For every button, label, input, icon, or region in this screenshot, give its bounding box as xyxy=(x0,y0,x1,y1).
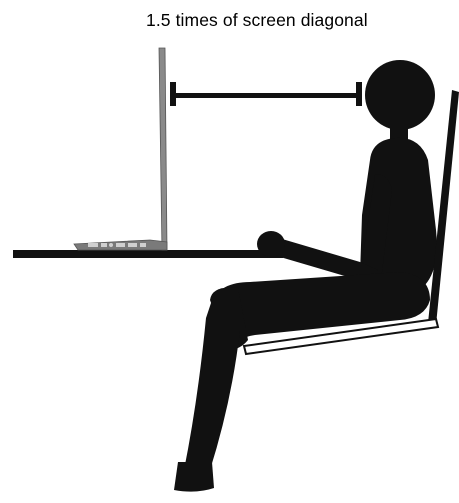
person-hand xyxy=(257,231,285,257)
desk-surface xyxy=(13,250,283,258)
person-foot xyxy=(174,462,214,492)
person-lower-leg xyxy=(184,300,240,470)
laptop-screen xyxy=(159,48,167,250)
seated-person-icon xyxy=(174,60,437,492)
dimension-end-right xyxy=(356,82,362,106)
dimension-end-left xyxy=(170,82,176,106)
dimension-line xyxy=(174,93,358,98)
distance-dimension-icon xyxy=(170,82,362,106)
laptop-icon xyxy=(74,48,167,250)
person-head xyxy=(365,60,435,130)
